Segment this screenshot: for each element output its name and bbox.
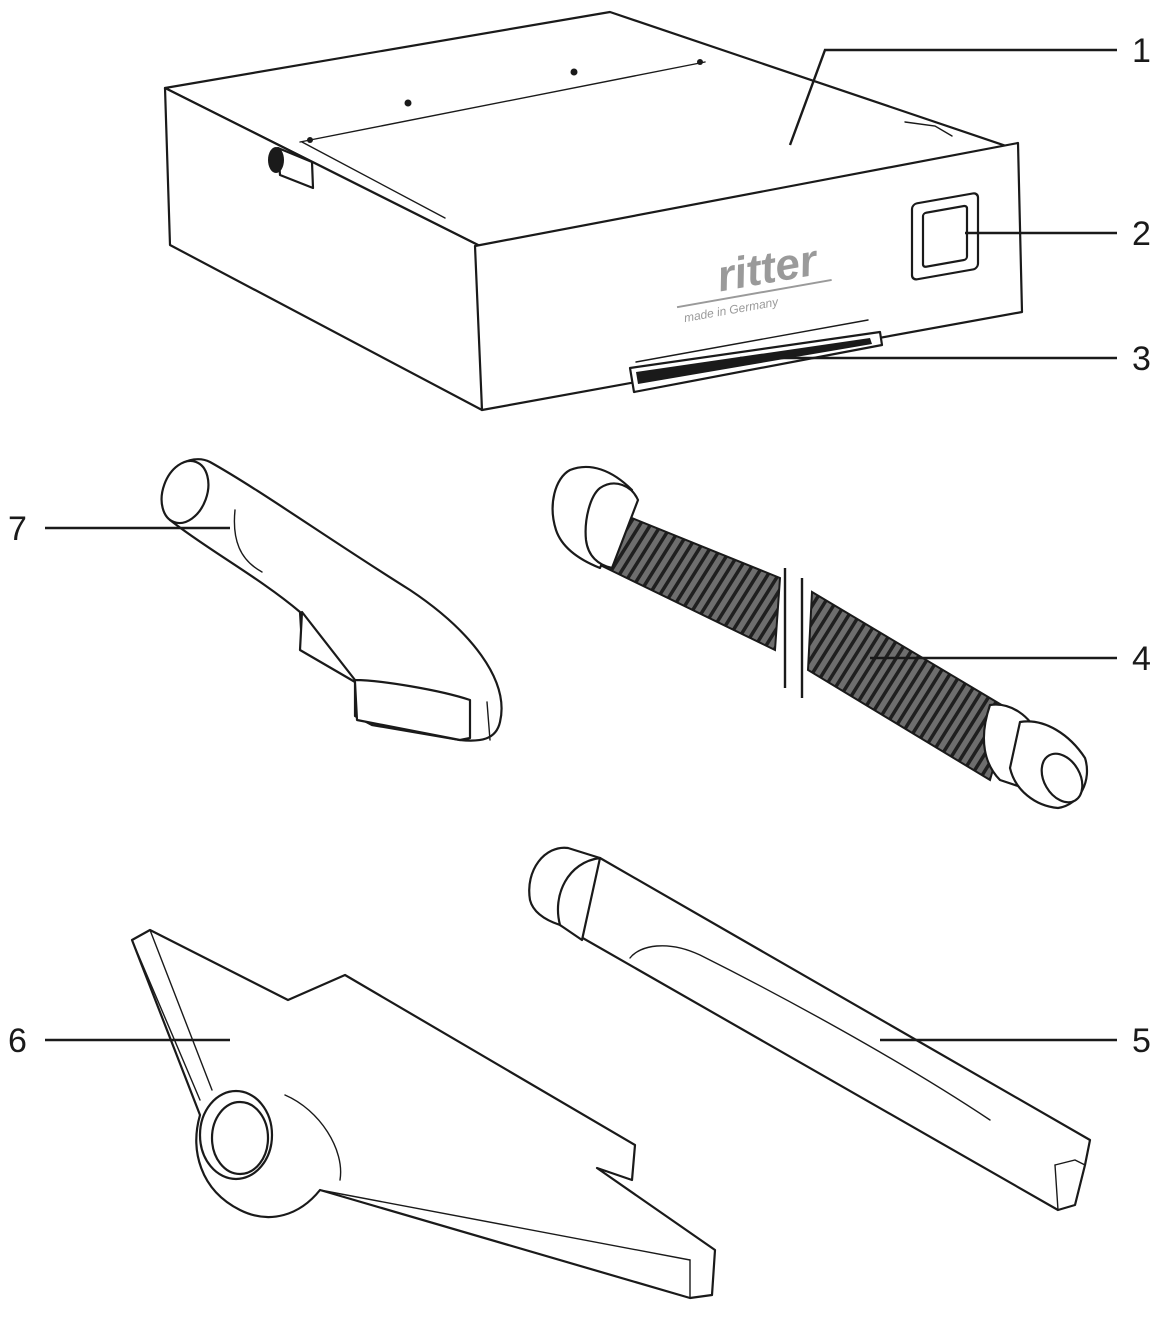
screw-hole — [697, 59, 703, 65]
side-latch — [268, 146, 315, 190]
callout-label-7: 7 — [8, 510, 27, 548]
callout-label-4: 4 — [1132, 640, 1151, 678]
small-suction-nozzle — [160, 458, 503, 742]
suction-hose — [551, 465, 1089, 810]
callout-label-6: 6 — [8, 1022, 27, 1060]
power-switch — [910, 192, 980, 281]
callout-numbers: 1 2 3 4 5 6 7 — [8, 32, 1151, 1060]
drawer-handle — [628, 319, 884, 394]
callout-label-5: 5 — [1132, 1022, 1151, 1060]
screw-hole — [404, 99, 412, 107]
drawer-unit: ritter made in Germany — [163, 10, 1024, 412]
crevice-tool — [528, 846, 1092, 1212]
floor-nozzle — [130, 928, 717, 1300]
screw-hole — [570, 68, 578, 76]
leader-line-1 — [788, 48, 1117, 146]
screw-hole — [307, 137, 313, 143]
callout-leaders — [45, 48, 1117, 1042]
callout-label-3: 3 — [1132, 340, 1151, 378]
callout-label-2: 2 — [1132, 215, 1151, 253]
callout-label-1: 1 — [1132, 32, 1151, 70]
